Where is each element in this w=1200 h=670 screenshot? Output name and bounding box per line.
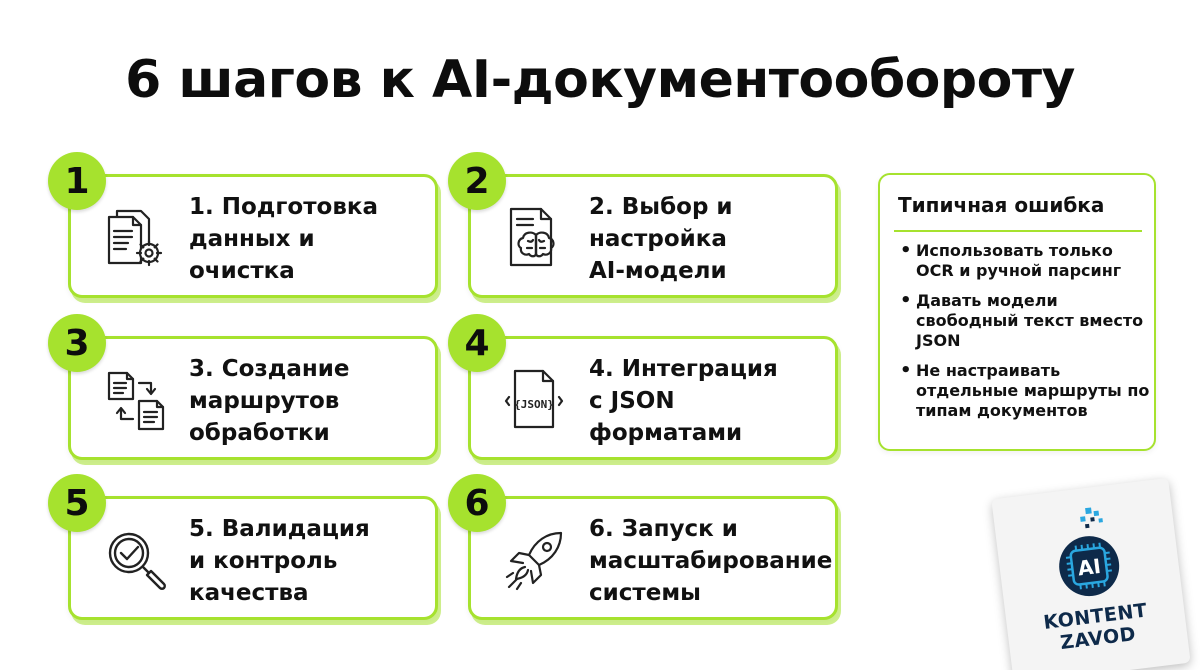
step-number-1: 1 <box>48 152 106 210</box>
step-label-2: 2. Выбор и настройка AI-модели <box>589 194 733 284</box>
step-card-3: 3. Создание маршрутов обработки <box>68 336 438 460</box>
mistake-divider <box>894 230 1142 232</box>
step-label-1: 1. Подготовка данных и очистка <box>189 194 379 284</box>
kontent-zavod-logo: AI KONTENT ZAVOD <box>991 477 1191 670</box>
document-brain-icon <box>503 205 569 271</box>
rocket-icon <box>503 527 569 593</box>
logo-badge-text: AI <box>1076 554 1102 581</box>
mistake-list: Использовать только OCR и ручной парсинг… <box>898 241 1150 431</box>
step-label-3: 3. Создание маршрутов обработки <box>189 356 350 446</box>
step-card-5: 5. Валидация и контроль качества <box>68 496 438 620</box>
step-number-5: 5 <box>48 474 106 532</box>
json-icon-label: {JSON} <box>514 398 554 411</box>
step-label-4: 4. Интеграция с JSON форматами <box>589 356 778 446</box>
mistake-item: Давать модели свободный текст вместо JSO… <box>898 291 1150 351</box>
step-number-4: 4 <box>448 314 506 372</box>
page-title: 6 шагов к AI-документообороту <box>125 50 1075 110</box>
documents-route-icon <box>103 367 169 433</box>
step-card-1: 1. Подготовка данных и очистка <box>68 174 438 298</box>
ai-chip-icon: AI <box>1059 507 1120 597</box>
step-label-6: 6. Запуск и масштабирование системы <box>589 516 833 606</box>
step-card-4: {JSON} 4. Интеграция с JSON форматами <box>468 336 838 460</box>
step-number-2: 2 <box>448 152 506 210</box>
magnifier-check-icon <box>103 527 169 593</box>
mistake-item: Использовать только OCR и ручной парсинг <box>898 241 1150 281</box>
typical-mistake-box: Типичная ошибка Использовать только OCR … <box>878 173 1156 451</box>
step-card-2: 2. Выбор и настройка AI-модели <box>468 174 838 298</box>
json-document-icon: {JSON} <box>503 367 569 433</box>
mistake-title: Типичная ошибка <box>898 193 1105 217</box>
step-number-3: 3 <box>48 314 106 372</box>
step-number-6: 6 <box>448 474 506 532</box>
mistake-item: Не настраивать отдельные маршруты по тип… <box>898 361 1150 421</box>
documents-gear-icon <box>103 205 169 271</box>
step-label-5: 5. Валидация и контроль качества <box>189 516 370 606</box>
step-card-6: 6. Запуск и масштабирование системы <box>468 496 838 620</box>
